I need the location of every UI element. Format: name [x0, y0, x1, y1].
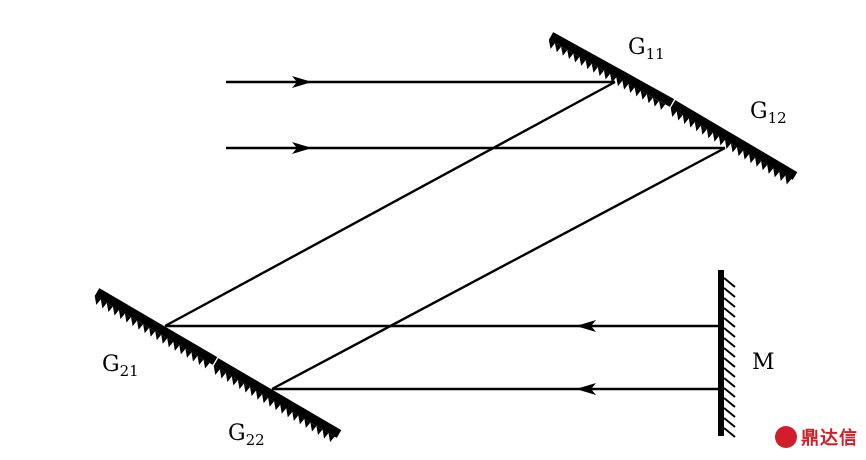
mirror-m [718, 270, 736, 438]
watermark-logo-icon [775, 426, 797, 448]
label-g21: G21 [102, 352, 139, 380]
direction-arrows [290, 76, 598, 395]
grating-grooves [548, 39, 666, 110]
grating-g11 [548, 32, 675, 110]
mirror-hatching [723, 277, 736, 438]
grating-g22 [213, 358, 342, 443]
watermark-text: 鼎达信 [801, 428, 858, 449]
grating-g21 [94, 288, 218, 369]
grating-grooves [94, 295, 210, 369]
diffracted-beam-g12-to-g22 [271, 146, 726, 391]
grating-bar [94, 288, 218, 365]
label-g22: G22 [228, 421, 265, 449]
label-g12: G12 [750, 99, 787, 127]
grating-bar [213, 358, 342, 438]
grating-bar [670, 100, 798, 180]
grating-g12 [670, 100, 798, 185]
watermark: 鼎达信 [775, 424, 858, 450]
mirror-body [718, 270, 724, 436]
label-g11: G11 [628, 35, 665, 63]
diffracted-beam-g11-to-g21 [164, 80, 616, 328]
grating-bar [548, 32, 675, 107]
label-mirror-m: M [752, 350, 775, 375]
beam-paths [164, 80, 726, 391]
